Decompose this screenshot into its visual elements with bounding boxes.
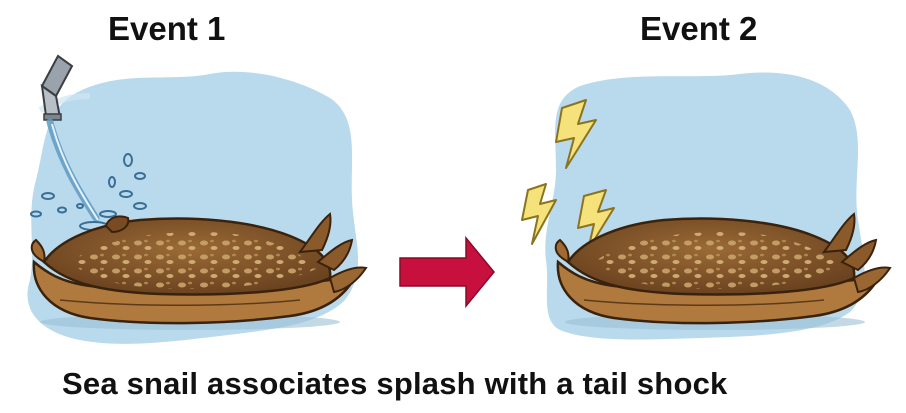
sequence-arrow-icon: [400, 238, 494, 306]
event-1-panel: [27, 56, 366, 344]
event-2-panel: [522, 73, 890, 340]
diagram-caption: Sea snail associates splash with a tail …: [62, 366, 727, 402]
